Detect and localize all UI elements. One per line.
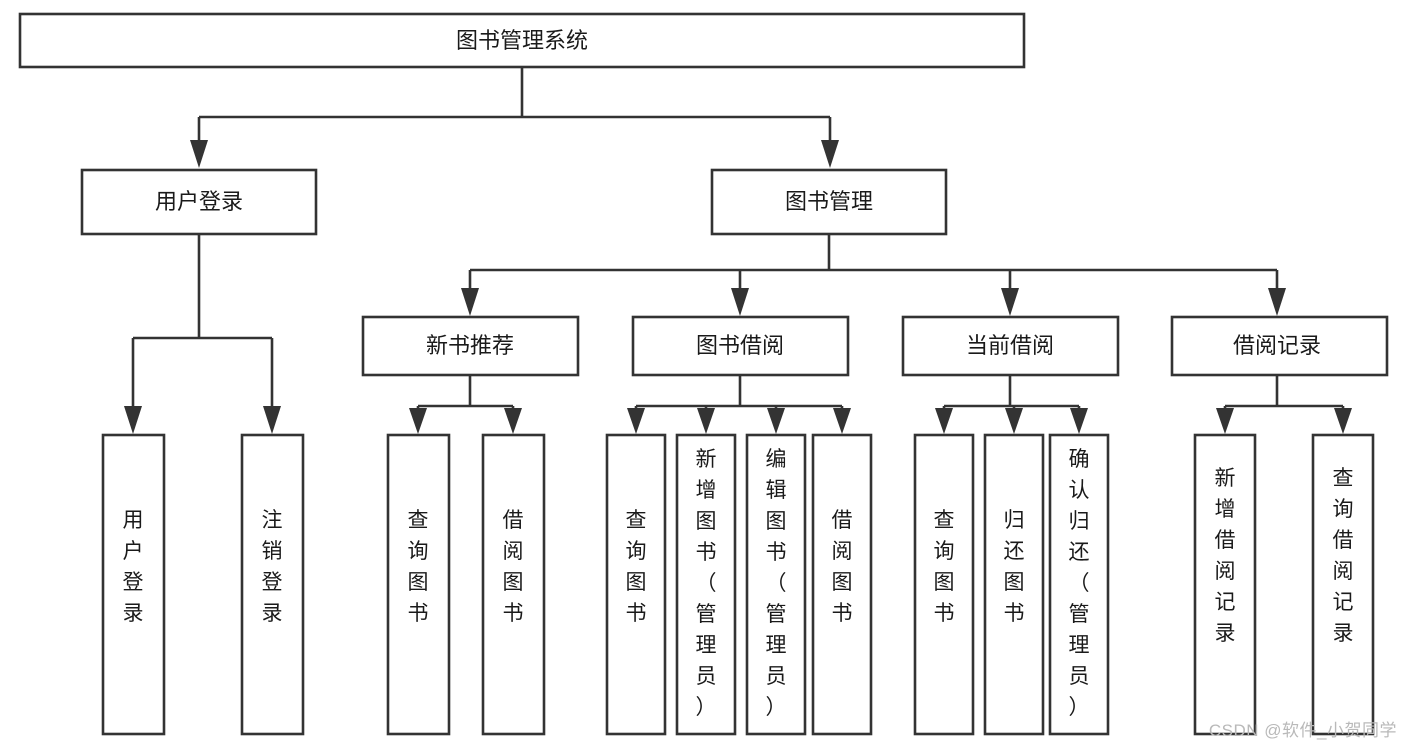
arrow-head-icon [409, 408, 427, 434]
leaf-box[interactable] [240, 433, 305, 736]
node-book-manage-box[interactable] [710, 168, 948, 236]
leaf-box[interactable] [745, 433, 807, 736]
connector-borrow-to-leaves [627, 375, 851, 434]
leaf-label: 注销登录 [262, 509, 283, 625]
leaf-current-2[interactable]: 确认归还（管理员） [1048, 433, 1110, 736]
leaf-record-1[interactable]: 查询借阅记录 [1311, 433, 1375, 736]
leaf-label: 借阅图书 [503, 509, 524, 625]
leaf-label: 归还图书 [1004, 509, 1025, 625]
leaf-user-login-0[interactable]: 用户登录 [101, 433, 166, 736]
leaf-label: 新增图书（管理员） [696, 448, 717, 719]
node-user-login-label: 用户登录 [155, 189, 243, 214]
leaf-box[interactable] [913, 433, 975, 736]
node-borrow-label: 图书借阅 [696, 333, 784, 358]
connector-root-to-level1 [190, 67, 839, 168]
leaf-box[interactable] [481, 433, 546, 736]
arrow-head-icon [1070, 408, 1088, 434]
node-current-borrow-box[interactable] [901, 315, 1120, 377]
arrow-head-icon [1334, 408, 1352, 434]
leaf-label: 查询图书 [934, 509, 955, 625]
node-root-label: 图书管理系统 [456, 28, 588, 53]
arrow-head-icon [821, 140, 839, 168]
leaf-new-book-0[interactable]: 查询图书 [386, 433, 451, 736]
node-user-login[interactable]: 用户登录 [80, 168, 318, 236]
arrow-head-icon [1005, 408, 1023, 434]
leaf-borrow-0[interactable]: 查询图书 [605, 433, 667, 736]
arrow-head-icon [697, 408, 715, 434]
leaf-record-0[interactable]: 新增借阅记录 [1193, 433, 1257, 736]
leaf-box[interactable] [675, 433, 737, 736]
leaf-label: 新增借阅记录 [1215, 467, 1236, 645]
arrow-head-icon [731, 288, 749, 316]
node-borrow-box[interactable] [631, 315, 850, 377]
leaf-label: 用户登录 [123, 509, 144, 625]
leaf-label: 查询图书 [626, 509, 647, 625]
connector-current-to-leaves [935, 375, 1088, 434]
leaf-box[interactable] [983, 433, 1045, 736]
leaf-current-1[interactable]: 归还图书 [983, 433, 1045, 736]
arrow-head-icon [627, 408, 645, 434]
leaf-box[interactable] [605, 433, 667, 736]
leaf-label: 查询图书 [408, 509, 429, 625]
arrow-head-icon [263, 406, 281, 434]
arrow-head-icon [935, 408, 953, 434]
leaf-box[interactable] [1193, 433, 1257, 736]
arrow-head-icon [461, 288, 479, 316]
node-user-login-box[interactable] [80, 168, 318, 236]
connector-record-to-leaves [1216, 375, 1352, 434]
node-root-box[interactable] [18, 12, 1026, 69]
arrow-head-icon [124, 406, 142, 434]
arrow-head-icon [1268, 288, 1286, 316]
leaf-label: 借阅图书 [832, 509, 853, 625]
arrow-head-icon [504, 408, 522, 434]
node-root[interactable]: 图书管理系统 [18, 12, 1026, 69]
node-new-book[interactable]: 新书推荐 [361, 315, 580, 377]
leaf-label: 查询借阅记录 [1333, 467, 1354, 645]
arrow-head-icon [767, 408, 785, 434]
node-borrow-record[interactable]: 借阅记录 [1170, 315, 1389, 377]
node-current-borrow-label: 当前借阅 [966, 333, 1054, 358]
leaf-borrow-2[interactable]: 编辑图书（管理员） [745, 433, 807, 736]
node-book-manage-label: 图书管理 [785, 189, 873, 214]
leaf-current-0[interactable]: 查询图书 [913, 433, 975, 736]
arrow-head-icon [833, 408, 851, 434]
csdn-watermark: CSDN @软件_小贺同学 [1208, 721, 1397, 740]
arrow-head-icon [190, 140, 208, 168]
leaf-box[interactable] [101, 433, 166, 736]
arrow-head-icon [1216, 408, 1234, 434]
leaf-label: 编辑图书（管理员） [766, 448, 787, 719]
node-borrow[interactable]: 图书借阅 [631, 315, 850, 377]
node-borrow-record-box[interactable] [1170, 315, 1389, 377]
leaf-label: 确认归还（管理员） [1069, 448, 1090, 719]
node-new-book-label: 新书推荐 [426, 333, 514, 358]
connector-newbook-to-leaves [409, 375, 522, 434]
node-current-borrow[interactable]: 当前借阅 [901, 315, 1120, 377]
leaf-borrow-3[interactable]: 借阅图书 [811, 433, 873, 736]
connector-bookmanage-to-level2 [461, 234, 1286, 316]
leaf-box[interactable] [1311, 433, 1375, 736]
arrow-head-icon [1001, 288, 1019, 316]
leaf-box[interactable] [386, 433, 451, 736]
node-book-manage[interactable]: 图书管理 [710, 168, 948, 236]
leaf-user-login-1[interactable]: 注销登录 [240, 433, 305, 736]
leaf-box[interactable] [1048, 433, 1110, 736]
connector-userlogin-to-leaves [124, 234, 281, 434]
node-new-book-box[interactable] [361, 315, 580, 377]
leaf-new-book-1[interactable]: 借阅图书 [481, 433, 546, 736]
node-borrow-record-label: 借阅记录 [1233, 333, 1321, 358]
leaf-borrow-1[interactable]: 新增图书（管理员） [675, 433, 737, 736]
leaf-box[interactable] [811, 433, 873, 736]
